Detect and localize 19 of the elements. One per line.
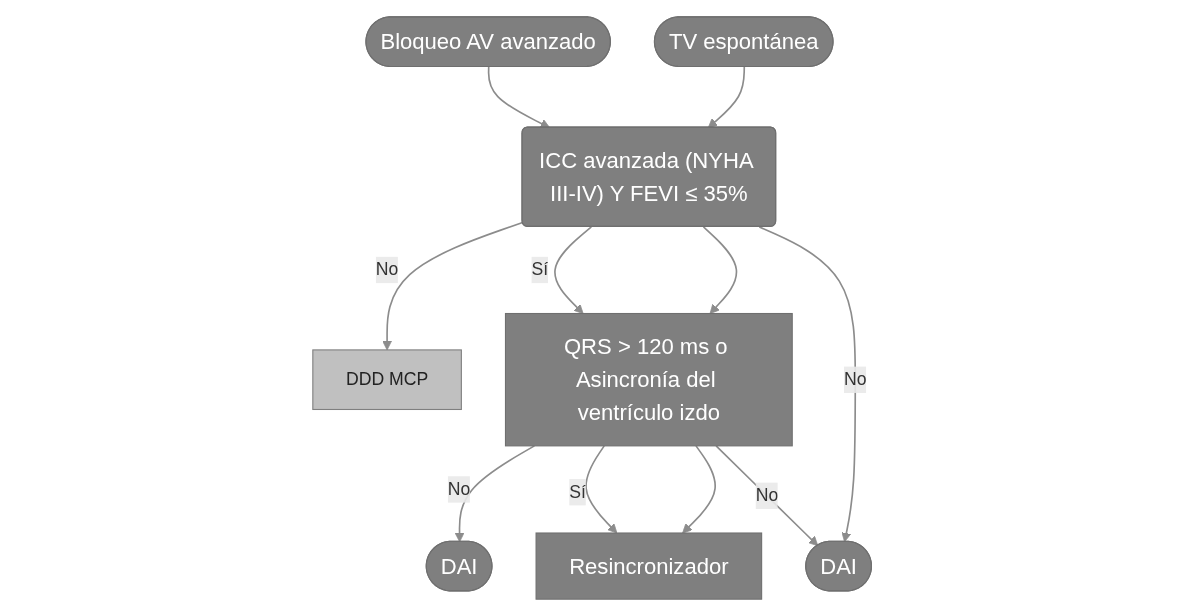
edge-label: Sí (531, 260, 549, 279)
edge-label: No (447, 479, 471, 499)
arrow (585, 445, 618, 534)
node-box: DDD MCP (312, 349, 462, 411)
arrow (487, 66, 550, 129)
edge-label: No (843, 369, 867, 389)
arrow (758, 226, 856, 543)
arrow (707, 66, 745, 129)
arrow (702, 226, 738, 314)
edge-label: No (755, 485, 779, 505)
node-box: Resincronizador (535, 532, 763, 600)
arrow (553, 226, 593, 314)
edge-label: No (375, 260, 399, 279)
arrow (682, 445, 716, 534)
arrow (382, 221, 524, 351)
arrow (715, 445, 819, 547)
edge-label: Sí (569, 482, 586, 502)
arrow (454, 445, 536, 543)
node-box: QRS > 120 ms o Asincronía del ventrículo izdo (504, 312, 793, 447)
